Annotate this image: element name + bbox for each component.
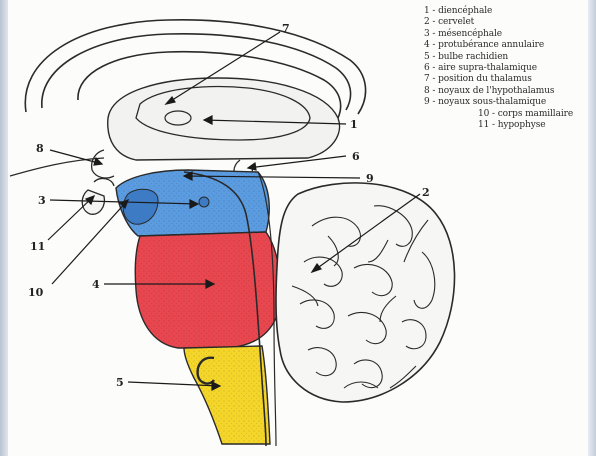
legend-item: 9 - noyaux sous-thalamique bbox=[424, 97, 596, 108]
callout-5: 5 bbox=[116, 376, 124, 389]
callout-11: 11 bbox=[30, 240, 45, 253]
legend-item: 10 - corps mamillaire bbox=[424, 109, 596, 120]
legend: 1 - diencéphale 2 - cervelet 3 - mésencé… bbox=[424, 6, 596, 131]
callout-3: 3 bbox=[38, 194, 46, 207]
legend-item: 8 - noyaux de l'hypothalamus bbox=[424, 86, 596, 97]
legend-item: 5 - bulbe rachidien bbox=[424, 52, 596, 63]
legend-item: 1 - diencéphale bbox=[424, 6, 596, 17]
callout-1: 1 bbox=[350, 118, 358, 131]
callout-10: 10 bbox=[28, 286, 44, 299]
legend-item: 3 - mésencéphale bbox=[424, 29, 596, 40]
legend-item: 11 - hypophyse bbox=[424, 120, 596, 131]
callout-4: 4 bbox=[92, 278, 100, 291]
diencephalon bbox=[92, 78, 340, 180]
hypophysis bbox=[82, 179, 114, 215]
legend-item: 7 - position du thalamus bbox=[424, 74, 596, 85]
callout-2: 2 bbox=[422, 186, 430, 199]
legend-item: 4 - protubérance annulaire bbox=[424, 40, 596, 51]
cerebellum bbox=[276, 183, 455, 402]
diagram-canvas: 7 1 6 9 2 8 3 11 10 4 5 1 - diencéphale … bbox=[8, 0, 588, 456]
medulla-texture bbox=[184, 346, 270, 444]
callout-6: 6 bbox=[352, 150, 360, 163]
legend-item: 2 - cervelet bbox=[424, 17, 596, 28]
callout-8: 8 bbox=[36, 142, 44, 155]
callout-9: 9 bbox=[366, 172, 374, 185]
legend-item: 6 - aire supra-thalamique bbox=[424, 63, 596, 74]
callout-7: 7 bbox=[282, 22, 290, 35]
